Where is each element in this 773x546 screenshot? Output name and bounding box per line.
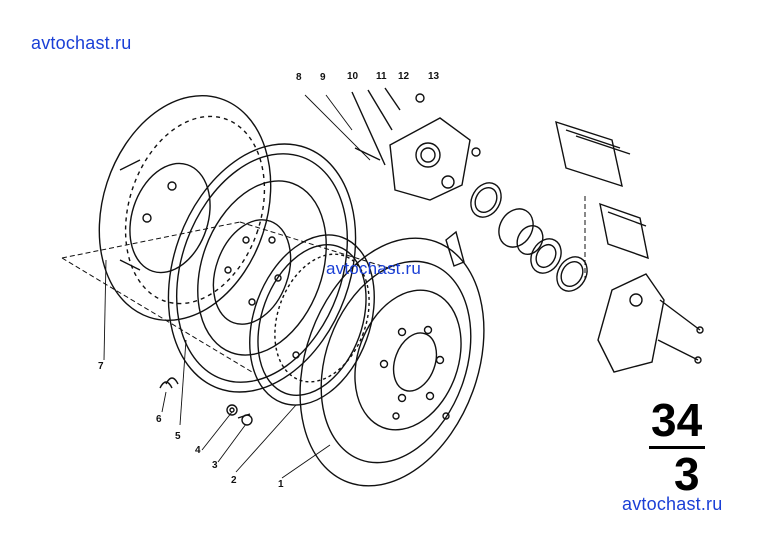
callout-12: 12	[398, 71, 410, 82]
callout-13: 13	[428, 71, 440, 82]
watermark-middle: avtochast.ru	[326, 259, 422, 278]
clip-part-6	[159, 377, 179, 389]
caliper-lower	[597, 273, 704, 373]
watermark-top: avtochast.ru	[31, 33, 132, 53]
caliper-upper	[351, 87, 481, 201]
callout-5: 5	[175, 431, 181, 442]
dust-shield-part-7	[98, 95, 272, 321]
brake-disc-part-5	[167, 143, 357, 393]
brake-shoe-part-2	[249, 234, 375, 406]
callout-2: 2	[231, 475, 237, 486]
washer-part-4	[226, 404, 238, 416]
callout-6: 6	[156, 414, 162, 425]
callout-4: 4	[195, 445, 201, 456]
leader-lines	[103, 94, 371, 479]
group-number-main: 34	[651, 394, 703, 446]
group-number-sub: 3	[674, 448, 700, 500]
brake-pads	[555, 120, 649, 260]
piston-assembly	[445, 182, 588, 292]
watermark-bottom: avtochast.ru	[622, 494, 723, 514]
callout-1: 1	[278, 479, 284, 490]
callout-9: 9	[320, 72, 326, 83]
callout-11: 11	[376, 71, 387, 82]
callout-7: 7	[98, 361, 104, 372]
callout-8: 8	[296, 72, 302, 83]
callout-10: 10	[347, 71, 359, 82]
group-divider	[649, 446, 705, 449]
brake-disc-part-1	[299, 237, 485, 487]
bolt-part-3	[237, 413, 253, 426]
callout-3: 3	[212, 460, 218, 471]
